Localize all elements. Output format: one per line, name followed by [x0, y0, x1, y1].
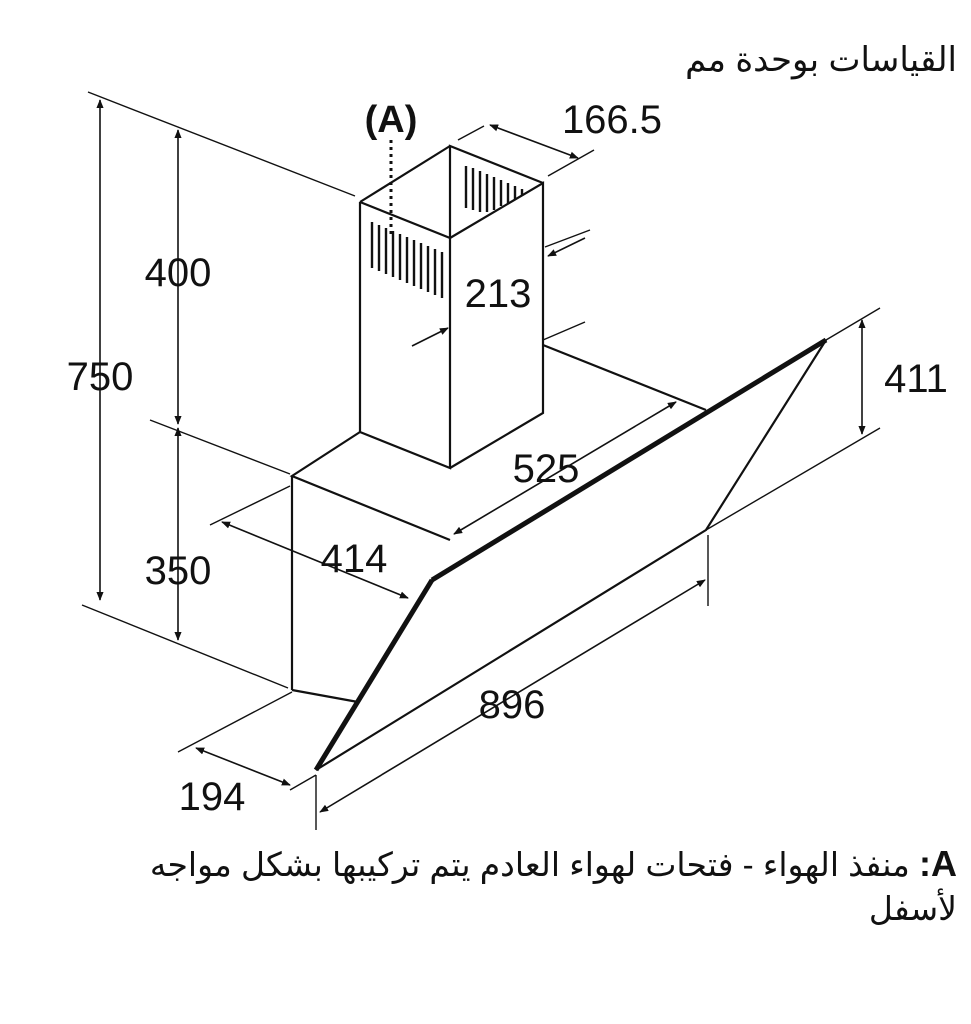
body-top	[289, 431, 451, 542]
dim-750-label: 750	[67, 355, 134, 399]
dimension-labels: 166.5 213 400 750 350 411 525 414 896 19…	[67, 98, 948, 819]
dim-411-label: 411	[884, 357, 948, 401]
chimney-left-face	[358, 200, 452, 470]
dim-896-label: 896	[479, 683, 546, 727]
dimension-arrows	[96, 99, 866, 813]
dim-525-arrow	[453, 401, 677, 535]
dim-194-label: 194	[179, 775, 246, 819]
hood-outline	[289, 144, 707, 704]
dim-213-arrow-b	[411, 327, 449, 347]
dim-213-arrow-a	[547, 237, 586, 257]
units-note: القياسات بوحدة مم	[685, 41, 957, 79]
outlet-marker: (A)	[365, 99, 418, 141]
chimney-right-face	[449, 181, 545, 469]
dim-166-label: 166.5	[562, 98, 662, 142]
dim-213-label: 213	[465, 272, 532, 316]
dim-194-arrow	[195, 747, 291, 786]
legend: A: منفذ الهواء - فتحات لهواء العادم يتم …	[60, 842, 957, 931]
dim-896-arrow	[319, 579, 706, 813]
vent-slots-back	[464, 166, 524, 212]
legend-text: منفذ الهواء - فتحات لهواء العادم يتم ترك…	[149, 846, 957, 927]
dim-414-label: 414	[321, 537, 388, 581]
vent-slots-left	[370, 222, 444, 298]
glass-panel	[315, 339, 827, 771]
legend-key: A:	[919, 843, 957, 884]
extension-lines	[81, 91, 881, 830]
dim-525-label: 525	[513, 447, 580, 491]
dim-400-label: 400	[145, 251, 212, 295]
dim-350-label: 350	[145, 549, 212, 593]
dim-166-arrow	[489, 124, 579, 159]
